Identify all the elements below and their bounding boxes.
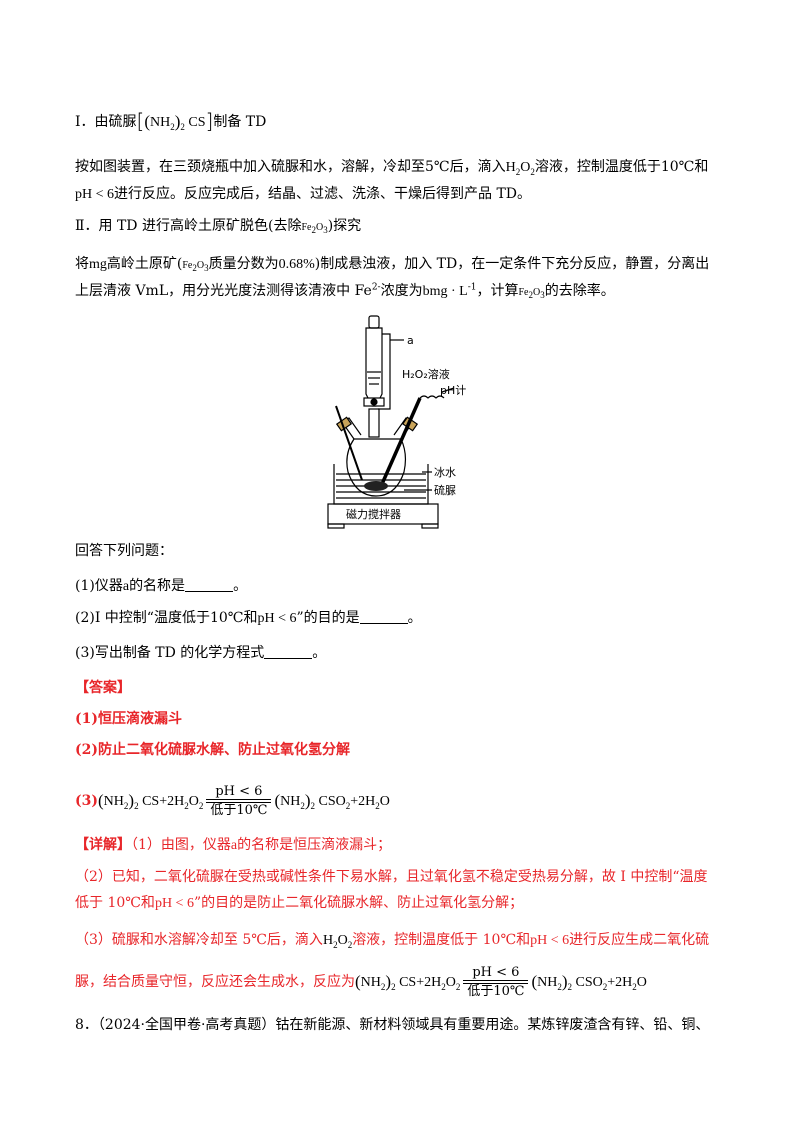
funnel-stopper [368, 315, 380, 329]
label-ice-water: 冰水 [434, 466, 456, 479]
part2-heading: Ⅱ．用 TD 进行高岭土原矿脱色(去除Fe2O3)探究 [75, 218, 362, 235]
ph-probe [380, 397, 422, 485]
center-neck [368, 408, 380, 438]
detail-line-1: 【详解】（1）由图，仪器a的名称是恒压滴液漏斗； [75, 837, 392, 853]
thiourea-solid [364, 481, 388, 491]
procedure-line-1: 按如图装置，在三颈烧瓶中加入硫脲和水，溶解，冷却至5℃后，滴入H2O2溶液，控制… [75, 159, 709, 177]
answer-1: (1)恒压滴液漏斗 [75, 711, 182, 727]
questions-intro: 回答下列问题： [75, 543, 173, 559]
next-question: 8．（2024·全国甲卷·高考真题）钴在新能源、新材料领域具有重要用途。某炼锌废… [75, 1017, 710, 1033]
label-h2o2: H₂O₂溶液 [402, 367, 450, 381]
label-thiourea: 硫脲 [434, 483, 456, 497]
question-2: (2)Ⅰ 中控制“温度低于10℃和pH < 6”的目的是。 [75, 610, 422, 626]
part1-heading: Ⅰ．由硫脲[(NH2)2 CS]制备 TD [75, 109, 267, 133]
detail-line-4: （3）硫脲和水溶解冷却至 5℃后，滴入H2O2溶液，控制温度低于 10℃和pH … [75, 932, 710, 950]
procedure-line-2: pH < 6进行反应。反应完成后，结晶、过滤、洗涤、干燥后得到产品 TD。 [75, 186, 532, 202]
question-3: (3)写出制备 TD 的化学方程式。 [75, 645, 327, 661]
experiment-line-2: 上层清液 VmL，用分光光度法测得该清液中 Fe2-浓度为bmg · L-1，计… [75, 282, 615, 300]
magnetic-stirrer [327, 503, 439, 525]
apparatus-drawing: a H₂O₂溶液 pH计 冰水 硫脲 磁力搅拌器 [327, 315, 466, 529]
experiment-line-1: 将mg高岭土原矿(Fe2O3质量分数为0.68%)制成悬浊液，加入 TD，在一定… [75, 256, 710, 273]
answer-2: (2)防止二氧化硫脲水解、防止过氧化氢分解 [75, 742, 350, 758]
three-neck-flask [346, 438, 407, 497]
detail-line-3: 低于 10℃和pH < 6”的目的是防止二氧化硫脲水解、防止过氧化氢分解； [75, 895, 524, 911]
label-a: a [407, 334, 414, 347]
answer-label: 【答案】 [75, 680, 131, 696]
pressure-tube [378, 333, 391, 410]
label-ph-meter: pH计 [440, 384, 466, 397]
detail-line-2: （2）已知，二氧化硫脲在受热或碱性条件下易水解，且过氧化氢不稳定受热易分解，故 … [75, 869, 708, 885]
question-1: (1)仪器a的名称是。 [75, 578, 248, 594]
label-stirrer: 磁力搅拌器 [346, 507, 401, 521]
dropping-funnel [365, 327, 383, 407]
apparatus-figure: a H₂O₂溶液 pH计 冰水 硫脲 磁力搅拌器 [324, 314, 476, 530]
